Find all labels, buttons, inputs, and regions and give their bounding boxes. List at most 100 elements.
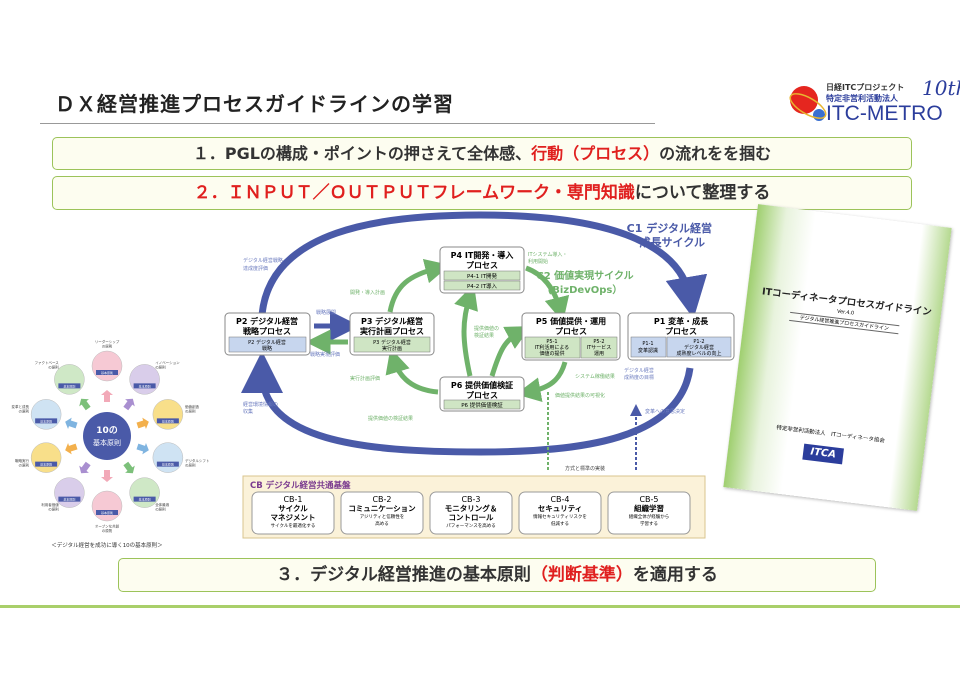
principle-tag-label: 基本原則 (162, 418, 174, 423)
cb-item-desc: 組織全体が経験から (629, 513, 670, 520)
principle-tag-label: 基本原則 (101, 510, 113, 515)
principle-tag (35, 418, 58, 424)
cb-title: CB デジタル経営共通基盤 (250, 480, 351, 491)
principle-arrow-icon (79, 398, 91, 411)
p1-title-2: プロセス (665, 326, 697, 336)
principle-bubble (152, 442, 184, 473)
p3-sub: P3 デジタル経営 (373, 339, 411, 346)
label-l1: デジタル経営戦略 (243, 257, 283, 264)
logo-line1: 日経ITCプロジェクト (826, 83, 905, 92)
p5-title: P5 価値提供・運用 (536, 316, 606, 326)
p3-title: P3 デジタル経営 (361, 316, 423, 326)
cb-item-desc: アジリティと信頼性を (360, 513, 405, 520)
p5-2-id: P5-2 (593, 339, 604, 345)
label-l2: 戦略展開 (316, 309, 336, 316)
principle-tag-label: 基本原則 (139, 383, 151, 388)
banner-step-1: １．PGLの構成・ポイントの押さえて全体感、行動（プロセス）の流れをを掴む (52, 137, 912, 170)
p5-1-id: P5-1 (546, 339, 557, 345)
principle-label: 変革と成長の原則 (12, 404, 30, 414)
book-publisher: 特定非営利活動法人 ITコーディネータ協会 (776, 425, 886, 445)
logo-line2: 特定非営利活動法人 (826, 94, 898, 103)
p2-box: P2 デジタル経営 戦略プロセス P2 デジタル経営 戦略 (224, 312, 311, 356)
b1-text-end: の流れをを掴む (659, 144, 772, 163)
b3-text-end: を適用する (632, 565, 718, 585)
label-l3: 戦略実現評価 (310, 351, 340, 358)
p4-sub2: P4-2 IT導入 (467, 282, 498, 290)
principle-tag-label: 基本原則 (139, 497, 151, 502)
label-l11b: 成熟度の目標 (624, 374, 654, 381)
principle-tag-label: 基本原則 (63, 383, 75, 388)
label-l7: 実行計画評価 (350, 375, 380, 382)
p6-title: P6 提供価値検証 (451, 380, 513, 390)
label-l14: 方式と標準の実装 (565, 465, 605, 472)
p4-title: P4 IT開発・導入 (451, 250, 514, 260)
banner-step-3: ３．デジタル経営推進の基本原則（判断基準）を適用する (118, 558, 876, 592)
principle-bubble (152, 399, 184, 430)
principle-tag (35, 461, 58, 467)
cb-item-name: セキュリティ (538, 504, 583, 513)
label-l9: システム稼働結果 (575, 373, 615, 380)
principle-item: 基本原則 変革と成長の原則 (12, 399, 78, 430)
label-l5b: 利用開始 (528, 258, 548, 265)
p3-sub-2: 実行計画 (382, 345, 402, 352)
label-l12: 経営環境情報の (243, 401, 278, 408)
cb-item-id: CB-2 (372, 495, 391, 504)
principle-tag (58, 496, 81, 502)
principle-tag (96, 370, 118, 375)
c1-label-2: 成長サイクル (640, 235, 705, 249)
principle-tag (96, 510, 118, 515)
principle-arrow-icon (123, 461, 135, 474)
label-l4: 開発・導入計画 (350, 289, 385, 296)
p1-1-name: 変革認識 (638, 347, 658, 354)
principle-tag (58, 383, 81, 389)
principle-label: ファクトベースの原則 (34, 360, 59, 370)
logo-circles-icon (789, 86, 827, 121)
label-l11: デジタル経営 (624, 367, 654, 374)
principle-tag-label: 基本原則 (63, 497, 75, 502)
principle-tag (133, 496, 156, 502)
p5-2-name-2: 運用 (594, 351, 604, 357)
p5-2-name: ITサービス (587, 344, 612, 351)
c1-label: C1 デジタル経営 (627, 221, 712, 235)
b1-text: １．PGLの構成・ポイントの押さえて全体感、 (192, 144, 532, 163)
cb-item-desc: 学習する (640, 520, 658, 527)
principle-arrow-icon (79, 461, 91, 474)
principle-arrow-icon (136, 442, 149, 455)
b1-highlight: 行動（プロセス） (531, 144, 660, 163)
principle-arrow-icon (65, 442, 78, 455)
label-l8: 提供価値の検証結果 (368, 415, 413, 422)
cb-item-desc: パフォーマンスを高める (446, 522, 495, 529)
principle-bubble (30, 442, 62, 473)
p1-2-name-2: 成熟度レベルの向上 (676, 350, 721, 357)
principle-tag-label: 基本原則 (40, 418, 52, 423)
principles-center-1: 10の (96, 425, 118, 436)
p2-title: P2 デジタル経営 (236, 316, 298, 326)
cb-item-name: 組織学習 (634, 503, 664, 513)
p4-title-2: プロセス (466, 260, 498, 270)
principle-bubble (30, 399, 62, 430)
p2-title-2: 戦略プロセス (243, 326, 291, 336)
cb-item-id: CB-3 (461, 495, 480, 504)
label-l5: ITシステム導入・ (528, 251, 567, 258)
principle-label: デジタルシフトの原則 (185, 458, 209, 468)
principle-tag-label: 基本原則 (162, 462, 174, 467)
principle-arrow-icon (101, 390, 113, 402)
principle-tag (156, 418, 179, 424)
p1-box: P1 変革・成長 プロセス P1-1 変革認識 P1-2 デジタル経営 成熟度レ… (627, 312, 735, 361)
cb-items: CB-1サイクルマネジメントサイクルを最適化するCB-2コミュニケーションアジリ… (251, 491, 691, 535)
cb-item-name: コントロール (449, 513, 494, 522)
p5-box: P5 価値提供・運用 プロセス P5-1 IT利活用による 価値の提供 P5-2… (521, 312, 621, 361)
b2-text: について整理する (634, 183, 771, 203)
c2-cycle-arrows (385, 258, 570, 403)
p5-title-2: プロセス (555, 326, 587, 336)
principle-bubble (54, 364, 85, 395)
logo-brand: ITC-METRO (826, 102, 943, 125)
p3-title-2: 実行計画プロセス (360, 326, 424, 336)
